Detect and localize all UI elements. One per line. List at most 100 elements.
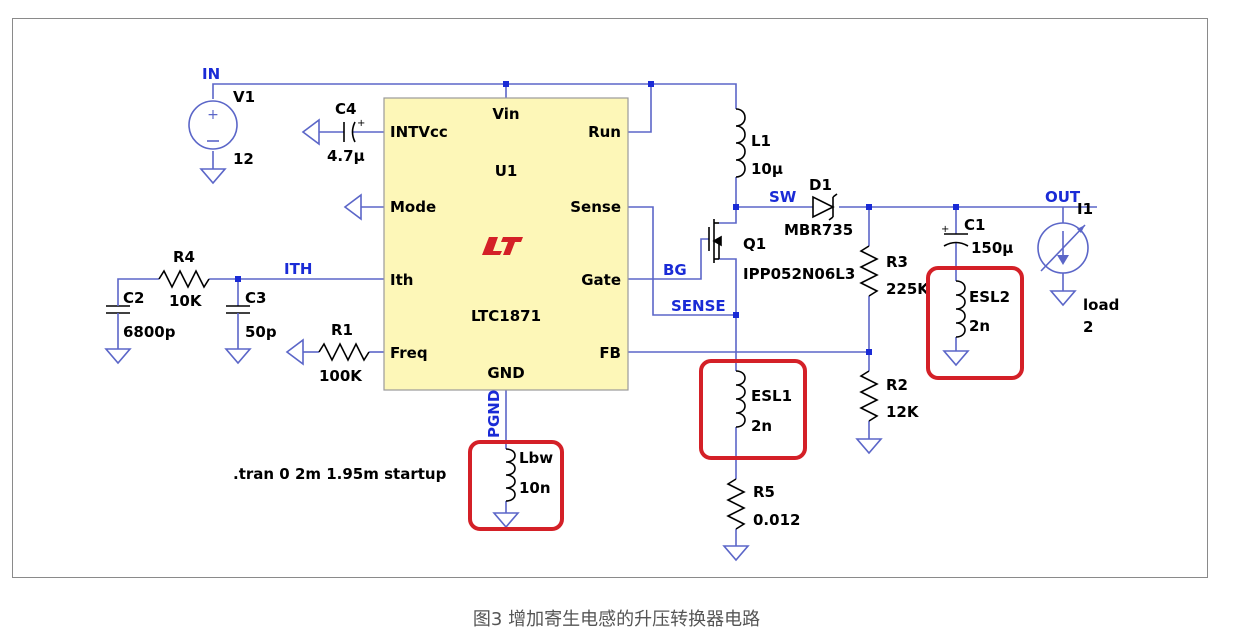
- net-bg-label: BG: [663, 261, 687, 279]
- pin-vin-label: Vin: [492, 105, 519, 123]
- inductor-icon: [955, 280, 966, 338]
- pin-intvcc-label: INTVcc: [390, 123, 448, 141]
- ic-u1: Vin INTVcc Run U1 Mode Sense Ith Gate LT…: [383, 97, 629, 391]
- spice-directive: .tran 0 2m 1.95m startup: [233, 465, 447, 483]
- highlight-box-esl2: [926, 266, 1024, 380]
- r1-value: 100K: [319, 367, 363, 385]
- r1-ref: R1: [331, 321, 353, 339]
- capacitor-c2: C2 6800p: [106, 289, 176, 341]
- node-sw: [733, 204, 739, 210]
- resistor-r4: R4 10K: [158, 248, 210, 310]
- net-pgnd-label: PGND: [485, 390, 503, 438]
- l1-value: 10µ: [751, 160, 783, 178]
- ground-icon: [492, 512, 520, 529]
- wire-ith: [117, 278, 159, 299]
- esl2-ref: ESL2: [969, 288, 1010, 306]
- wire-in-rail: [212, 83, 737, 109]
- current-source-icon: [1037, 222, 1089, 274]
- i1-label: load: [1083, 296, 1119, 314]
- mosfet-q1: Q1 IPP052N06L3: [708, 219, 855, 283]
- node-r3: [866, 204, 872, 210]
- plus-icon: +: [357, 118, 365, 129]
- schematic-frame: Vin INTVcc Run U1 Mode Sense Ith Gate LT…: [12, 18, 1208, 578]
- ground-icon: [224, 348, 252, 365]
- esl1-ref: ESL1: [751, 387, 792, 405]
- lt-logo-icon: [482, 237, 523, 255]
- net-sense-label: SENSE: [671, 297, 726, 315]
- r3-value: 225K: [886, 280, 930, 298]
- resistor-r3: R3 225K: [859, 245, 930, 298]
- resistor-r5: R5 0.012: [726, 478, 800, 530]
- resistor-icon: [158, 269, 210, 289]
- node-c1: [953, 204, 959, 210]
- q1-ref: Q1: [743, 235, 766, 253]
- node-sense: [733, 312, 739, 318]
- pin-run-label: Run: [588, 123, 621, 141]
- d1-value: MBR735: [784, 221, 853, 239]
- diode-d1: D1 MBR735: [784, 176, 853, 239]
- resistor-r1: R1 100K: [318, 321, 370, 385]
- capacitor-icon: [106, 305, 130, 314]
- wire-gate: [628, 238, 709, 280]
- resistor-icon: [859, 370, 879, 422]
- d1-ref: D1: [809, 176, 832, 194]
- wire-source: [719, 258, 737, 315]
- r3-ref: R3: [886, 253, 908, 271]
- esl1-value: 2n: [751, 417, 772, 435]
- capacitor-icon: [343, 121, 356, 143]
- inductor-icon: [735, 108, 746, 178]
- c2-value: 6800p: [123, 323, 176, 341]
- ground-left-icon: [285, 338, 304, 366]
- node-run: [648, 81, 654, 87]
- r4-ref: R4: [173, 248, 195, 266]
- node-ith: [235, 276, 241, 282]
- pin-sense-label: Sense: [570, 198, 621, 216]
- ground-left-icon: [301, 118, 320, 146]
- c4-value: 4.7µ: [327, 147, 365, 165]
- i1-value: 2: [1083, 318, 1093, 336]
- r2-value: 12K: [886, 403, 920, 421]
- voltage-source-v1: + V1 12: [188, 88, 255, 168]
- ground-icon: [104, 348, 132, 365]
- ground-icon: [942, 350, 970, 367]
- v1-ref: V1: [233, 88, 255, 106]
- net-labels: IN OUT SW BG SENSE ITH PGND: [202, 65, 1081, 438]
- resistor-icon: [318, 342, 370, 362]
- c1-value: 150µ: [971, 239, 1013, 257]
- capacitor-icon: [226, 305, 250, 314]
- node-vin: [503, 81, 509, 87]
- c4-ref: C4: [335, 100, 356, 118]
- capacitor-c4: + C4 4.7µ: [327, 100, 365, 165]
- pin-freq-label: Freq: [390, 344, 428, 362]
- schematic-diagram: Vin INTVcc Run U1 Mode Sense Ith Gate LT…: [104, 65, 1119, 562]
- r4-value: 10K: [169, 292, 203, 310]
- ic-part-label: LTC1871: [471, 307, 541, 325]
- r2-ref: R2: [886, 376, 908, 394]
- plus-icon: +: [941, 224, 949, 235]
- q1-value: IPP052N06L3: [743, 265, 855, 283]
- inductor-icon: [735, 370, 746, 428]
- current-source-i1: I1 load 2: [1037, 200, 1119, 336]
- arrow-icon: [1040, 224, 1086, 272]
- wire-sw-drain: [719, 207, 737, 224]
- plus-icon: +: [207, 107, 219, 123]
- ground-icon: [199, 168, 227, 185]
- pin-ith-label: Ith: [390, 271, 413, 289]
- c1-ref: C1: [964, 216, 985, 234]
- pin-mode-label: Mode: [390, 198, 436, 216]
- i1-ref: I1: [1077, 200, 1093, 218]
- wires: [117, 83, 1097, 546]
- net-out-label: OUT: [1045, 188, 1081, 206]
- inductor-l1: L1 10µ: [735, 108, 783, 178]
- junction-nodes: [235, 81, 959, 355]
- inductor-lbw: Lbw 10n: [468, 440, 564, 531]
- resistor-icon: [859, 245, 879, 297]
- pin-gnd-label: GND: [487, 364, 524, 382]
- ic-ref-label: U1: [495, 162, 518, 180]
- ground-symbols: [104, 118, 1077, 562]
- c2-ref: C2: [123, 289, 144, 307]
- r5-ref: R5: [753, 483, 775, 501]
- net-in-label: IN: [202, 65, 220, 83]
- diode-icon: [812, 193, 838, 221]
- net-sw-label: SW: [769, 188, 797, 206]
